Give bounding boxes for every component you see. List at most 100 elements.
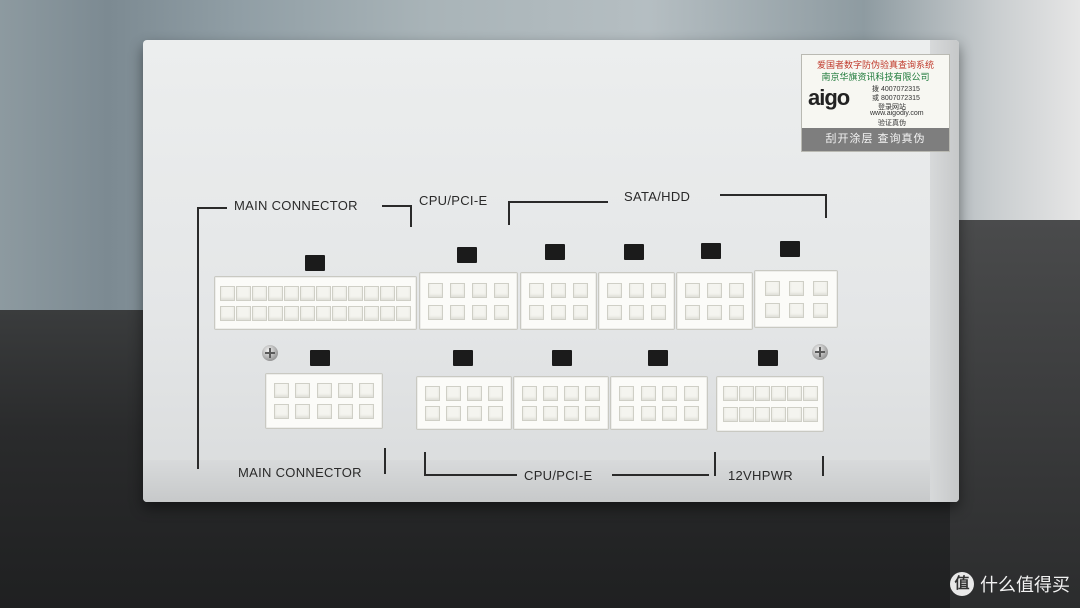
connector-pin bbox=[585, 405, 600, 421]
connector-pin bbox=[629, 282, 644, 298]
connector-latch bbox=[552, 350, 572, 366]
bracket-line bbox=[720, 194, 827, 196]
connector-pin bbox=[337, 383, 353, 398]
connector-pin bbox=[284, 285, 300, 301]
connector-pin bbox=[268, 305, 284, 321]
main-connector-top-label: MAIN CONNECTOR bbox=[234, 198, 358, 213]
bracket-line bbox=[508, 201, 608, 203]
connector-pin bbox=[252, 305, 268, 321]
connector-pin bbox=[274, 383, 290, 398]
connector-pin bbox=[300, 305, 316, 321]
connector-pin bbox=[619, 385, 635, 401]
main-connector-10pin-socket[interactable] bbox=[265, 373, 383, 429]
connector-pin bbox=[425, 405, 440, 421]
connector-pin bbox=[446, 385, 461, 401]
connector-pin bbox=[619, 405, 635, 421]
connector-pin bbox=[607, 304, 623, 320]
connector-pin bbox=[564, 405, 579, 421]
bracket-line bbox=[384, 448, 386, 474]
12vhpwr-label: 12VHPWR bbox=[728, 468, 793, 483]
connector-pin bbox=[395, 305, 411, 321]
connector-pin bbox=[685, 304, 701, 320]
connector-pin bbox=[295, 404, 311, 419]
connector-pin bbox=[358, 383, 374, 398]
connector-pin bbox=[662, 385, 678, 401]
sata-hdd-socket-1[interactable] bbox=[520, 272, 597, 330]
connector-pin bbox=[738, 386, 754, 401]
connector-pin bbox=[425, 385, 440, 401]
main-connector-bottom-label: MAIN CONNECTOR bbox=[238, 465, 362, 480]
connector-pin bbox=[268, 285, 284, 301]
watermark-text: 什么值得买 bbox=[980, 575, 1070, 595]
connector-latch bbox=[648, 350, 668, 366]
sticker-title: 爱国者数字防伪验真查询系统 bbox=[816, 60, 934, 70]
connector-pin bbox=[236, 285, 252, 301]
connector-pin bbox=[640, 405, 656, 421]
anti-counterfeit-sticker: 爱国者数字防伪验真查询系统 南京华旗资讯科技有限公司 aigo 拨 400707… bbox=[801, 54, 950, 152]
connector-pin bbox=[274, 404, 290, 419]
connector-pin bbox=[650, 282, 666, 298]
sticker-verify: 验证真伪 bbox=[878, 120, 906, 127]
bracket-line bbox=[508, 201, 510, 225]
connector-pin bbox=[493, 282, 509, 298]
sticker-phone-b: 或 8007072315 bbox=[872, 95, 920, 102]
sticker-website: www.aigodiy.com bbox=[870, 110, 924, 117]
connector-pin bbox=[585, 385, 600, 401]
connector-pin bbox=[331, 285, 347, 301]
bracket-line bbox=[714, 452, 716, 476]
connector-pin bbox=[662, 405, 678, 421]
sata-hdd-socket-4[interactable] bbox=[754, 270, 838, 328]
connector-pin bbox=[764, 302, 780, 318]
connector-pin bbox=[683, 405, 699, 421]
connector-pin bbox=[685, 282, 701, 298]
connector-latch bbox=[457, 247, 477, 263]
connector-pin bbox=[812, 280, 828, 296]
connector-pin bbox=[754, 407, 770, 422]
connector-pin bbox=[315, 285, 331, 301]
sata-hdd-label: SATA/HDD bbox=[624, 189, 691, 204]
connector-pin bbox=[529, 304, 545, 320]
connector-pin bbox=[738, 407, 754, 422]
connector-pin bbox=[220, 285, 236, 301]
connector-pin bbox=[722, 407, 738, 422]
connector-pin bbox=[316, 383, 332, 398]
connector-pin bbox=[764, 280, 780, 296]
main-connector-24pin-socket[interactable] bbox=[214, 276, 417, 330]
connector-latch bbox=[310, 350, 330, 366]
connector-pin bbox=[450, 304, 466, 320]
connector-latch bbox=[624, 244, 644, 260]
connector-pin bbox=[802, 386, 818, 401]
connector-pin bbox=[728, 304, 744, 320]
cpu-pcie-socket-bottom-2[interactable] bbox=[513, 376, 609, 430]
background-object bbox=[950, 220, 1080, 608]
connector-pin bbox=[754, 386, 770, 401]
cpu-pcie-socket-top[interactable] bbox=[419, 272, 518, 330]
connector-pin bbox=[379, 285, 395, 301]
connector-pin bbox=[707, 282, 722, 298]
connector-pin bbox=[395, 285, 411, 301]
connector-pin bbox=[629, 304, 644, 320]
connector-latch bbox=[701, 243, 721, 259]
12vhpwr-socket[interactable] bbox=[716, 376, 824, 432]
connector-pin bbox=[363, 285, 379, 301]
connector-pin bbox=[572, 304, 588, 320]
connector-pin bbox=[786, 386, 802, 401]
connector-pin bbox=[522, 385, 537, 401]
cpu-pcie-socket-bottom-3[interactable] bbox=[610, 376, 708, 430]
bracket-line bbox=[424, 474, 517, 476]
connector-pin bbox=[572, 282, 588, 298]
cpu-pcie-socket-bottom-1[interactable] bbox=[416, 376, 512, 430]
bracket-line bbox=[612, 474, 709, 476]
connector-latch bbox=[545, 244, 565, 260]
connector-pin bbox=[252, 285, 268, 301]
connector-pin bbox=[770, 386, 786, 401]
connector-pin bbox=[358, 404, 374, 419]
connector-pin bbox=[428, 282, 444, 298]
sata-hdd-socket-2[interactable] bbox=[598, 272, 675, 330]
connector-pin bbox=[650, 304, 666, 320]
connector-pin bbox=[316, 404, 332, 419]
bracket-line bbox=[822, 456, 824, 476]
sata-hdd-socket-3[interactable] bbox=[676, 272, 753, 330]
screw-icon bbox=[262, 345, 278, 361]
connector-pin bbox=[812, 302, 828, 318]
